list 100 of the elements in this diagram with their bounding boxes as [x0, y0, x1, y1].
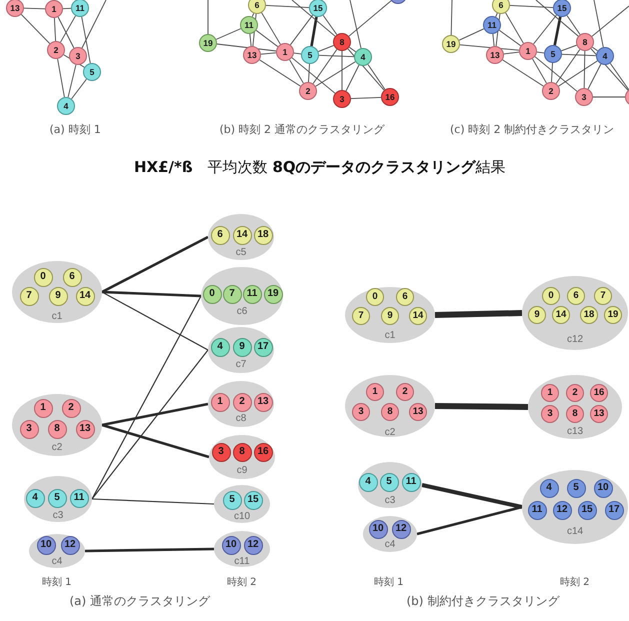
time-label: 時刻 1: [42, 577, 72, 589]
graph-node-circle: 11: [71, 0, 89, 17]
member-circle: 14: [552, 306, 570, 324]
graph-edge: [71, 78, 87, 100]
member-circle: 18: [580, 306, 598, 324]
member-circle: 7: [352, 307, 370, 325]
member-circle: 14: [76, 286, 94, 306]
panel-caption: (b) 時刻 2 通常のクラスタリング: [220, 123, 385, 137]
graph-node-circle: 8: [576, 33, 594, 51]
cluster-link: [92, 498, 214, 505]
graph-edge: [24, 8, 46, 10]
graph-edge: [318, 54, 354, 58]
member-circle: 19: [264, 284, 282, 304]
cluster-label: c8: [236, 412, 246, 424]
cluster-label: c2: [384, 426, 396, 438]
graph-edge: [261, 12, 281, 45]
cluster-link: [92, 296, 202, 500]
member-circle: 0: [542, 287, 560, 305]
graph-edge: [533, 14, 557, 44]
graph-edge: [498, 30, 522, 46]
graph-node-circle: 19: [442, 35, 460, 53]
cluster-label: c11: [234, 556, 250, 566]
graph-edge: [82, 0, 106, 48]
member-circle: 1: [210, 392, 230, 412]
graph-edge: [505, 12, 524, 44]
cluster-link: [102, 292, 208, 350]
member-circle: 8: [566, 405, 584, 423]
graph-edge: [249, 34, 252, 46]
graph-edge: [348, 0, 392, 37]
member-circle: 12: [392, 520, 410, 538]
graph-node-circle: 1: [519, 42, 537, 60]
cluster-link: [102, 424, 210, 458]
member-circle: 3: [20, 420, 38, 438]
member-circle: 11: [242, 284, 262, 304]
member-circle: 1: [34, 398, 52, 418]
member-circle: 12: [552, 500, 572, 520]
graph-edge: [81, 16, 91, 64]
graph-edge: [252, 14, 257, 46]
member-circle: 5: [380, 472, 398, 492]
member-circle: 7: [222, 284, 242, 304]
figure-caption: HX£/*ß 平均次数 8Qのデータのクラスタリング結果: [134, 158, 506, 176]
graph-node-circle: 5: [301, 46, 319, 64]
member-circle: 5: [222, 490, 242, 510]
cluster-label: c13: [566, 426, 584, 436]
cluster-label: c7: [236, 358, 246, 370]
cluster-link: [416, 506, 522, 536]
graph-edge: [293, 52, 302, 54]
graph-node-circle: 16: [381, 88, 399, 106]
graph-edge: [310, 16, 318, 46]
graph-node-circle: 6: [492, 0, 510, 14]
member-circle: 2: [62, 398, 80, 418]
graph-edge: [532, 58, 547, 84]
cluster-link: [102, 402, 208, 426]
panel-caption: (b) 制約付きクラスタリング: [406, 594, 560, 608]
member-circle: 2: [396, 383, 414, 401]
graph-edge: [594, 0, 604, 48]
cluster-label: c12: [566, 334, 584, 344]
member-circle: 9: [528, 306, 546, 324]
member-circle: 7: [594, 287, 612, 305]
cluster-link: [102, 290, 202, 298]
graph-edge: [534, 56, 578, 92]
graph-edge: [510, 4, 554, 8]
cluster-link: [434, 310, 522, 318]
graph-node-circle: 19: [199, 34, 217, 52]
graph-edge: [68, 64, 76, 98]
member-circle: 16: [590, 384, 608, 402]
member-circle: 5: [566, 478, 586, 498]
member-circle: 4: [26, 488, 44, 508]
time-label: 時刻 2: [227, 577, 257, 589]
graph-node-circle: 5: [544, 45, 562, 63]
member-circle: 10: [36, 536, 56, 554]
graph-edge: [315, 61, 356, 87]
graph-edge: [346, 64, 360, 92]
graph-edge: [553, 16, 562, 46]
graph-node-circle: 4: [57, 97, 75, 115]
graph-edge: [584, 50, 586, 88]
member-circle: 6: [62, 268, 82, 286]
graph-node-circle: 2: [299, 82, 317, 100]
member-circle: 12: [60, 536, 80, 554]
graph-edge: [62, 8, 72, 10]
graph-node-circle: 13: [486, 46, 504, 64]
graph-edge: [256, 30, 278, 48]
graph-edge: [536, 52, 545, 54]
graph-node-circle: 8: [333, 33, 351, 51]
graph-edge: [536, 0, 579, 37]
cluster-label: c10: [234, 510, 250, 522]
member-circle: 2: [566, 384, 584, 402]
member-circle: 11: [528, 500, 546, 520]
cluster-label: c4: [52, 556, 62, 566]
member-circle: 10: [222, 536, 240, 554]
graph-edge: [590, 48, 628, 91]
graph-edge: [460, 44, 520, 51]
member-circle: 9: [232, 338, 252, 356]
graph-edge: [592, 6, 629, 37]
graph-edge: [560, 44, 578, 52]
member-circle: 8: [232, 442, 252, 462]
graph-node-circle: 3: [69, 47, 87, 65]
member-circle: 14: [232, 226, 252, 244]
member-circle: 11: [402, 472, 420, 492]
cluster-label: c1: [52, 310, 62, 322]
